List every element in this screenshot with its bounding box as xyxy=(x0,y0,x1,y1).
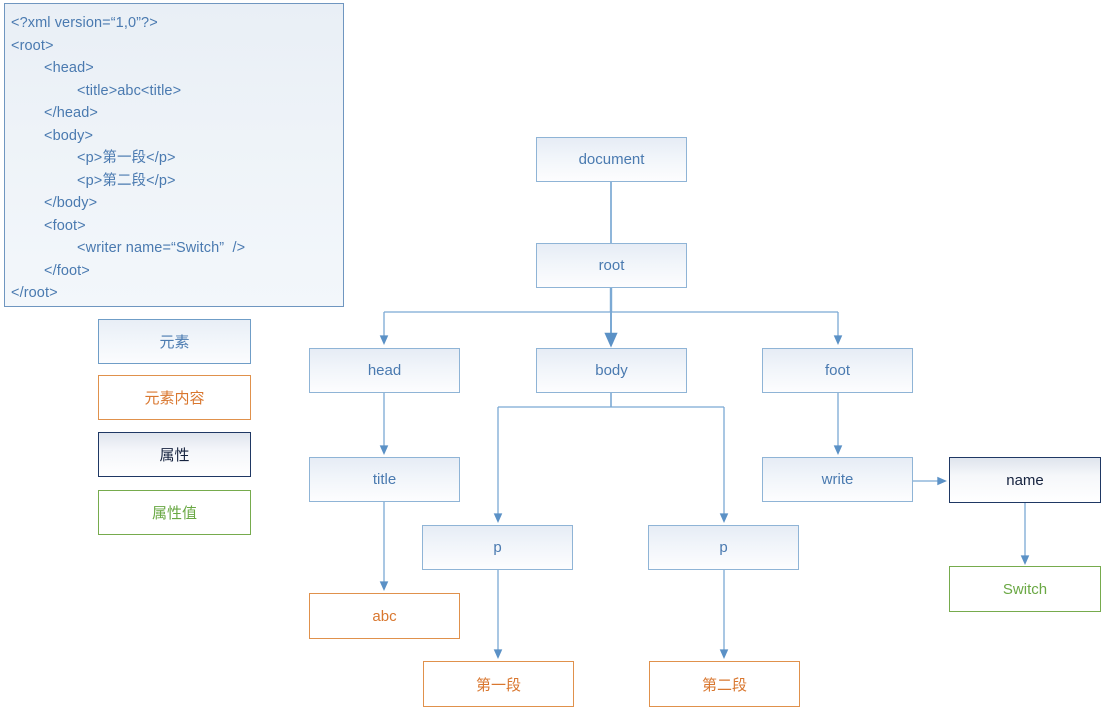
legend-label-attribute: 属性 xyxy=(159,447,190,464)
legend-item-attribute-value: 属性值 xyxy=(98,490,251,535)
tree-node-label-abc: abc xyxy=(372,607,397,625)
tree-node-body[interactable]: body xyxy=(536,348,687,393)
tree-node-label-switch: Switch xyxy=(1002,580,1048,598)
xml-source-code: <?xml version=“1,0”?> <root> <head> <tit… xyxy=(11,15,246,301)
tree-node-label-head: head xyxy=(367,362,402,379)
tree-node-para-second[interactable]: 第二段 xyxy=(649,661,800,707)
tree-node-abc[interactable]: abc xyxy=(309,593,460,639)
xml-source-panel: <?xml version=“1,0”?> <root> <head> <tit… xyxy=(4,3,344,307)
legend-label-element-content: 元素内容 xyxy=(144,390,205,407)
tree-node-switch[interactable]: Switch xyxy=(949,566,1101,612)
legend-item-element: 元素 xyxy=(98,319,251,364)
tree-node-label-foot: foot xyxy=(824,362,851,379)
tree-node-foot[interactable]: foot xyxy=(762,348,913,393)
tree-node-label-para-second: 第二段 xyxy=(701,676,747,694)
tree-node-document[interactable]: document xyxy=(536,137,687,182)
legend-label-attribute-value: 属性值 xyxy=(151,505,197,522)
tree-node-label-p-first: p xyxy=(493,539,502,556)
tree-node-label-para-first: 第一段 xyxy=(475,676,521,694)
tree-node-p-first[interactable]: p xyxy=(422,525,573,570)
tree-node-label-body: body xyxy=(595,362,628,379)
tree-node-label-root: root xyxy=(598,257,625,274)
tree-node-title[interactable]: title xyxy=(309,457,460,502)
legend-label-element: 元素 xyxy=(159,334,190,351)
tree-node-label-write: write xyxy=(821,471,854,488)
tree-node-label-p-second: p xyxy=(719,539,728,556)
tree-node-label-name: name xyxy=(1006,471,1044,489)
tree-node-write[interactable]: write xyxy=(762,457,913,502)
tree-node-p-second[interactable]: p xyxy=(648,525,799,570)
tree-node-head[interactable]: head xyxy=(309,348,460,393)
tree-node-para-first[interactable]: 第一段 xyxy=(423,661,574,707)
tree-node-root[interactable]: root xyxy=(536,243,687,288)
tree-node-label-title: title xyxy=(372,471,397,488)
tree-node-label-document: document xyxy=(578,151,645,168)
legend-item-element-content: 元素内容 xyxy=(98,375,251,420)
legend-item-attribute: 属性 xyxy=(98,432,251,477)
tree-node-name[interactable]: name xyxy=(949,457,1101,503)
